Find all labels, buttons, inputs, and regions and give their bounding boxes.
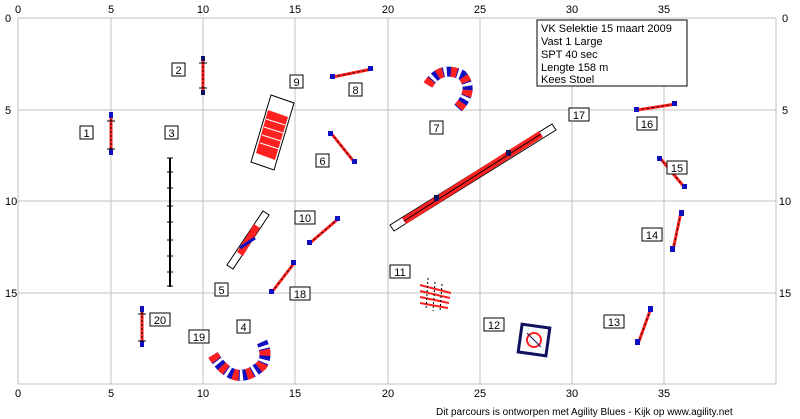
number-label: 9 [293, 77, 299, 89]
x-tick: 0 [15, 388, 21, 400]
x-tick: 25 [474, 388, 486, 400]
x-tick: 25 [474, 4, 486, 16]
hurdle-18 [269, 260, 297, 294]
hurdle-14 [670, 210, 684, 252]
x-tick: 5 [108, 388, 114, 400]
hurdle-13 [635, 306, 653, 345]
x-tick: 15 [289, 4, 301, 16]
y-tick: 15 [5, 288, 17, 300]
number-label: 20 [154, 315, 166, 327]
number-label: 18 [294, 289, 306, 301]
x-tick: 30 [566, 4, 578, 16]
x-tick: 0 [15, 4, 21, 16]
y-tick: 0 [782, 13, 788, 25]
weave-11 [419, 277, 452, 313]
number-label: 2 [175, 65, 181, 77]
wall-3 [167, 157, 173, 287]
hurdle-6 [328, 131, 357, 164]
info-box: VK Selektie 15 maart 2009 Vast 1 Large S… [536, 19, 688, 87]
hurdle-10 [307, 216, 340, 245]
y-tick: 0 [5, 13, 11, 25]
y-axis-right: 0 5 10 15 [779, 13, 791, 300]
aframe-9 [250, 94, 295, 171]
obstacle-numbers: 1 2 3 4 5 6 7 8 9 10 11 12 13 14 15 16 1 [79, 62, 688, 344]
x-tick: 10 [197, 388, 209, 400]
x-tick: 35 [658, 4, 670, 16]
number-label: 15 [671, 163, 683, 175]
number-label: 13 [608, 317, 620, 329]
number-label: 19 [193, 332, 205, 344]
number-label: 7 [433, 123, 439, 135]
seesaw-5 [226, 210, 270, 270]
number-label: 14 [646, 230, 658, 242]
number-label: 5 [218, 285, 224, 297]
number-label: 4 [240, 322, 246, 334]
info-spt: SPT 40 sec [541, 49, 598, 61]
number-label: 11 [394, 267, 405, 279]
y-tick: 5 [5, 105, 11, 117]
hurdle-1 [107, 112, 115, 155]
info-length: Lengte 158 m [541, 62, 608, 74]
grid [17, 17, 777, 385]
y-tick: 10 [5, 196, 17, 208]
dogwalk [389, 123, 557, 232]
number-label: 16 [641, 119, 653, 131]
hurdle-20 [138, 306, 146, 347]
number-label: 1 [83, 128, 89, 140]
info-class: Vast 1 Large [541, 36, 603, 48]
footer-credit: Dit parcours is ontworpen met Agility Bl… [436, 407, 733, 418]
number-label: 17 [573, 110, 585, 122]
x-tick: 30 [566, 388, 578, 400]
x-tick: 20 [382, 388, 394, 400]
x-tick: 20 [382, 4, 394, 16]
table-12 [516, 322, 552, 358]
info-judge: Kees Stoel [541, 74, 594, 86]
x-tick: 35 [658, 388, 670, 400]
y-axis-left: 0 5 10 15 [5, 13, 17, 300]
number-label: 3 [168, 128, 174, 140]
hurdle-2 [199, 56, 207, 95]
hurdle-16 [634, 101, 677, 112]
tunnel-4 [208, 339, 271, 381]
tunnel-7 [423, 66, 473, 112]
number-label: 12 [488, 320, 500, 332]
x-tick: 10 [197, 4, 209, 16]
x-axis-bottom: 0 5 10 15 20 25 30 35 [15, 388, 670, 400]
number-label: 8 [352, 85, 358, 97]
info-title: VK Selektie 15 maart 2009 [541, 23, 672, 35]
x-tick: 15 [289, 388, 301, 400]
number-label: 6 [319, 156, 325, 168]
hurdle-8 [330, 66, 373, 79]
number-label: 10 [299, 213, 311, 225]
x-axis-top: 0 5 10 15 20 25 30 35 [15, 4, 670, 16]
y-tick: 10 [779, 196, 791, 208]
x-tick: 5 [108, 4, 114, 16]
y-tick: 5 [782, 105, 788, 117]
y-tick: 15 [779, 288, 791, 300]
